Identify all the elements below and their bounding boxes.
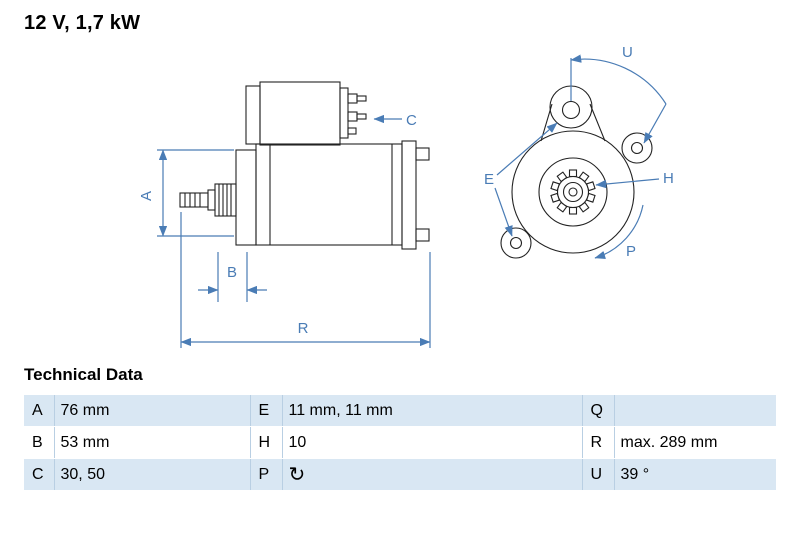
pinion-teeth-front bbox=[550, 169, 596, 215]
param-label-b: B bbox=[24, 426, 55, 459]
param-value-q bbox=[614, 395, 776, 427]
param-label-r: R bbox=[582, 426, 615, 459]
dimension-a-label: A bbox=[138, 191, 155, 201]
param-value-h: 10 bbox=[282, 426, 583, 459]
through-bolt-bottom bbox=[415, 228, 430, 242]
starter-motor-drawing: C A B R bbox=[138, 44, 674, 348]
table-row: A 76 mm E 11 mm, 11 mm Q bbox=[24, 395, 776, 427]
param-label-h: H bbox=[250, 426, 283, 459]
end-cap bbox=[401, 140, 417, 250]
pilot-circle bbox=[538, 157, 608, 227]
technical-data-heading: Technical Data bbox=[24, 365, 143, 384]
dimension-r-label: R bbox=[298, 320, 309, 337]
table-row: C 30, 50 P ↻ U 39 ° bbox=[24, 458, 776, 491]
param-label-q: Q bbox=[582, 395, 615, 427]
technical-data-table: A 76 mm E 11 mm, 11 mm Q B 53 mm H 10 R … bbox=[24, 395, 776, 491]
pinion-gear-side bbox=[214, 183, 237, 217]
dimension-e-label: E bbox=[484, 171, 494, 188]
technical-data-section: Technical Data A 76 mm E 11 mm, 11 mm Q … bbox=[24, 365, 776, 491]
starter-front-view bbox=[500, 85, 653, 259]
drive-shaft bbox=[179, 192, 209, 208]
param-value-a: 76 mm bbox=[54, 395, 251, 427]
product-spec-title: 12 V, 1,7 kW bbox=[24, 12, 141, 34]
mounting-hole-right bbox=[630, 141, 644, 155]
dimension-e-leader-top bbox=[496, 122, 558, 176]
param-label-p: P bbox=[250, 458, 283, 491]
mounting-plate bbox=[235, 149, 257, 246]
shaft-collar bbox=[207, 189, 216, 211]
dimension-p-arc bbox=[594, 204, 644, 260]
param-value-r: max. 289 mm bbox=[614, 426, 776, 459]
table-row: B 53 mm H 10 R max. 289 mm bbox=[24, 426, 776, 459]
param-value-c: 30, 50 bbox=[54, 458, 251, 491]
motor-body bbox=[255, 143, 403, 246]
dimension-p-label: P bbox=[626, 243, 636, 260]
dimension-b-label: B bbox=[227, 264, 237, 281]
param-value-b: 53 mm bbox=[54, 426, 251, 459]
dimension-u-arc bbox=[570, 54, 667, 105]
rotation-direction-icon: ↻ bbox=[288, 464, 306, 486]
flange-ear-right bbox=[621, 132, 653, 164]
dimension-h-label: H bbox=[663, 170, 674, 187]
param-value-u: 39 ° bbox=[614, 458, 776, 491]
dimension-u-label: U bbox=[622, 44, 633, 61]
through-bolt-top bbox=[415, 147, 430, 161]
pivot-tab-hole bbox=[561, 100, 581, 120]
dimension-annotations-side: C A B R bbox=[138, 112, 431, 348]
param-label-c: C bbox=[24, 458, 55, 491]
param-label-u: U bbox=[582, 458, 615, 491]
terminal-50 bbox=[347, 111, 358, 122]
terminal-tab bbox=[347, 127, 357, 135]
param-value-p: ↻ bbox=[282, 458, 583, 491]
solenoid-body bbox=[259, 81, 341, 146]
mounting-hole-left bbox=[509, 236, 523, 250]
terminal-30 bbox=[347, 93, 358, 104]
param-label-a: A bbox=[24, 395, 55, 427]
dimension-e-leader-bottom bbox=[494, 187, 513, 237]
solenoid-cap bbox=[245, 85, 261, 145]
param-label-e: E bbox=[250, 395, 283, 427]
dimension-annotations-front: U E H P bbox=[484, 44, 674, 260]
solenoid-end-plate bbox=[339, 87, 349, 139]
starter-side-view bbox=[179, 81, 430, 250]
param-value-e: 11 mm, 11 mm bbox=[282, 395, 583, 427]
flange-ear-left bbox=[500, 227, 532, 259]
shaft-center bbox=[568, 187, 578, 197]
dimension-h-leader bbox=[595, 178, 660, 189]
dimension-c-label: C bbox=[406, 112, 417, 129]
mounting-flange bbox=[511, 130, 635, 254]
